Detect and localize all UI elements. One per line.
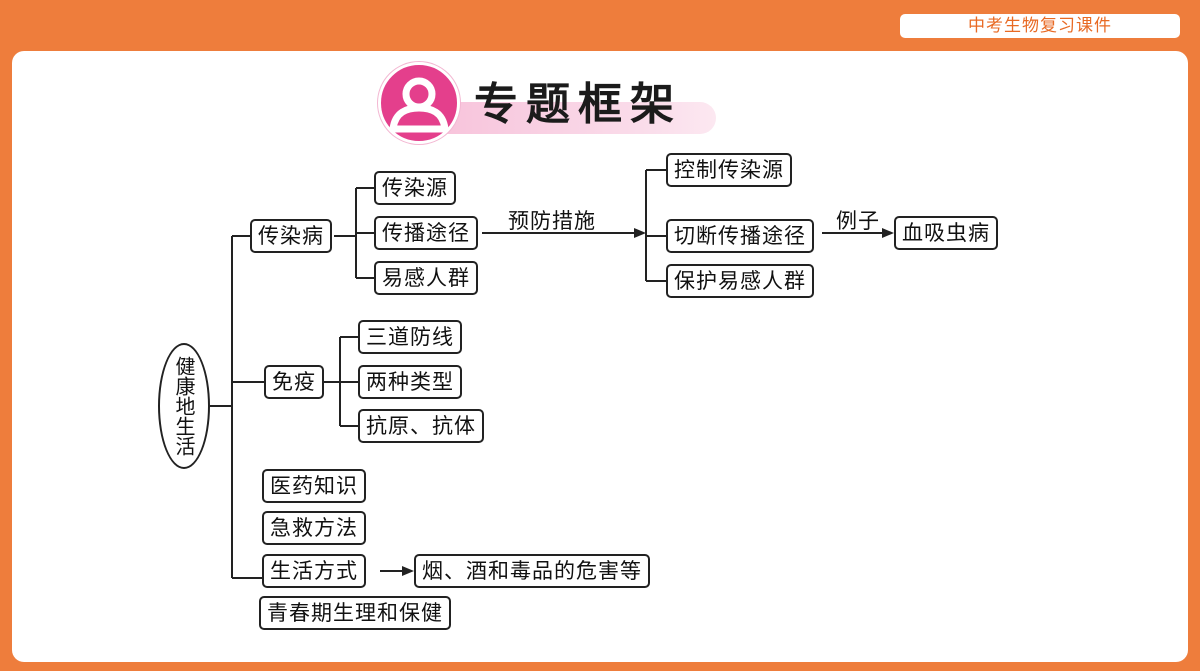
node-two-types: 两种类型: [358, 365, 462, 399]
node-lifestyle: 生活方式: [262, 554, 366, 588]
node-protect-susceptible: 保护易感人群: [666, 264, 814, 298]
node-control-source: 控制传染源: [666, 153, 792, 187]
node-susceptible-population: 易感人群: [374, 261, 478, 295]
node-three-lines-defense: 三道防线: [358, 320, 462, 354]
user-icon: [378, 62, 460, 144]
page-title: 专题框架: [474, 79, 682, 130]
course-badge: 中考生物复习课件: [900, 14, 1180, 38]
node-transmission-route: 传播途径: [374, 216, 478, 250]
edge-label-prevention: 预防措施: [508, 209, 596, 233]
node-infection-source: 传染源: [374, 171, 456, 205]
node-medicine-knowledge: 医药知识: [262, 469, 366, 503]
edge-label-example: 例子: [836, 209, 880, 233]
node-infectious-disease: 传染病: [250, 219, 332, 253]
title-band: [412, 102, 716, 134]
node-lifestyle-harm: 烟、酒和毒品的危害等: [414, 554, 650, 588]
node-cut-route: 切断传播途径: [666, 219, 814, 253]
node-schistosomiasis: 血吸虫病: [894, 216, 998, 250]
node-immunity: 免疫: [264, 365, 324, 399]
section-title: 专题框架: [372, 58, 722, 144]
root-node: 健康地生活: [158, 343, 210, 469]
node-first-aid: 急救方法: [262, 511, 366, 545]
node-adolescence-health: 青春期生理和保健: [259, 596, 451, 630]
node-antigen-antibody: 抗原、抗体: [358, 409, 484, 443]
